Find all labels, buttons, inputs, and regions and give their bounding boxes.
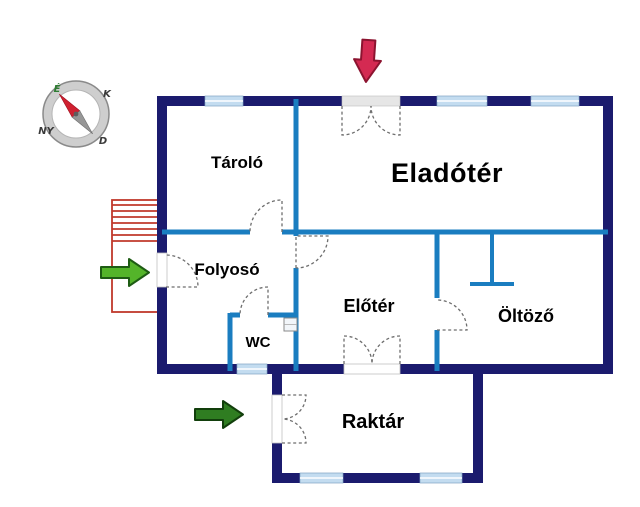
compass-label-south: D [99, 136, 107, 147]
entrance-opening-top [341, 95, 401, 107]
window-eladoter-1 [436, 95, 488, 107]
room-label-oltozo: Öltöző [498, 306, 554, 326]
door-raktar-entrance-bottom-leaf [281, 418, 307, 444]
raktar-entrance-arrow [194, 400, 244, 429]
room-label-eloter: Előtér [343, 296, 394, 316]
window-eladoter-2 [530, 95, 580, 107]
window-raktar-1 [299, 472, 344, 484]
entrance-opening-raktar [271, 394, 283, 444]
door-eloter [295, 235, 329, 269]
compass-label-east: K [103, 89, 112, 100]
staircase [111, 199, 159, 313]
room-label-wc: WC [246, 334, 271, 351]
room-label-folyoso: Folyosó [194, 260, 259, 279]
door-main-entrance-right-leaf [370, 105, 401, 136]
entrance-arrows [100, 38, 382, 429]
staircase-treads [112, 204, 158, 242]
oltozo-partition [470, 232, 514, 286]
wall-openings [156, 95, 401, 444]
main-entrance-arrow [353, 38, 382, 83]
doors [165, 105, 468, 444]
compass-label-north: É [54, 82, 61, 95]
compass: É K NY D [38, 80, 112, 148]
window-tarolo [204, 95, 244, 107]
side-entrance-arrow [100, 258, 150, 287]
door-raktar-entrance-top-leaf [281, 394, 307, 420]
window-wc [236, 363, 268, 375]
entrance-opening-left [156, 252, 168, 288]
room-labels: Tároló Eladótér Folyosó Előtér Öltöző WC… [194, 153, 554, 433]
window-raktar-2 [419, 472, 463, 484]
room-label-eladoter: Eladótér [391, 158, 503, 188]
door-oltozo [436, 299, 468, 331]
fixtures [283, 317, 298, 332]
doorway-eloter-raktar [343, 363, 401, 375]
compass-pin [73, 111, 79, 117]
compass-label-west: NY [38, 126, 55, 137]
room-label-raktar: Raktár [342, 411, 404, 433]
door-wc [239, 286, 269, 316]
room-label-tarolo: Tároló [211, 153, 263, 172]
windows [204, 95, 580, 484]
door-raktar-right-leaf [371, 335, 401, 365]
door-raktar-left-leaf [343, 335, 373, 365]
door-main-entrance-left-leaf [341, 105, 372, 136]
